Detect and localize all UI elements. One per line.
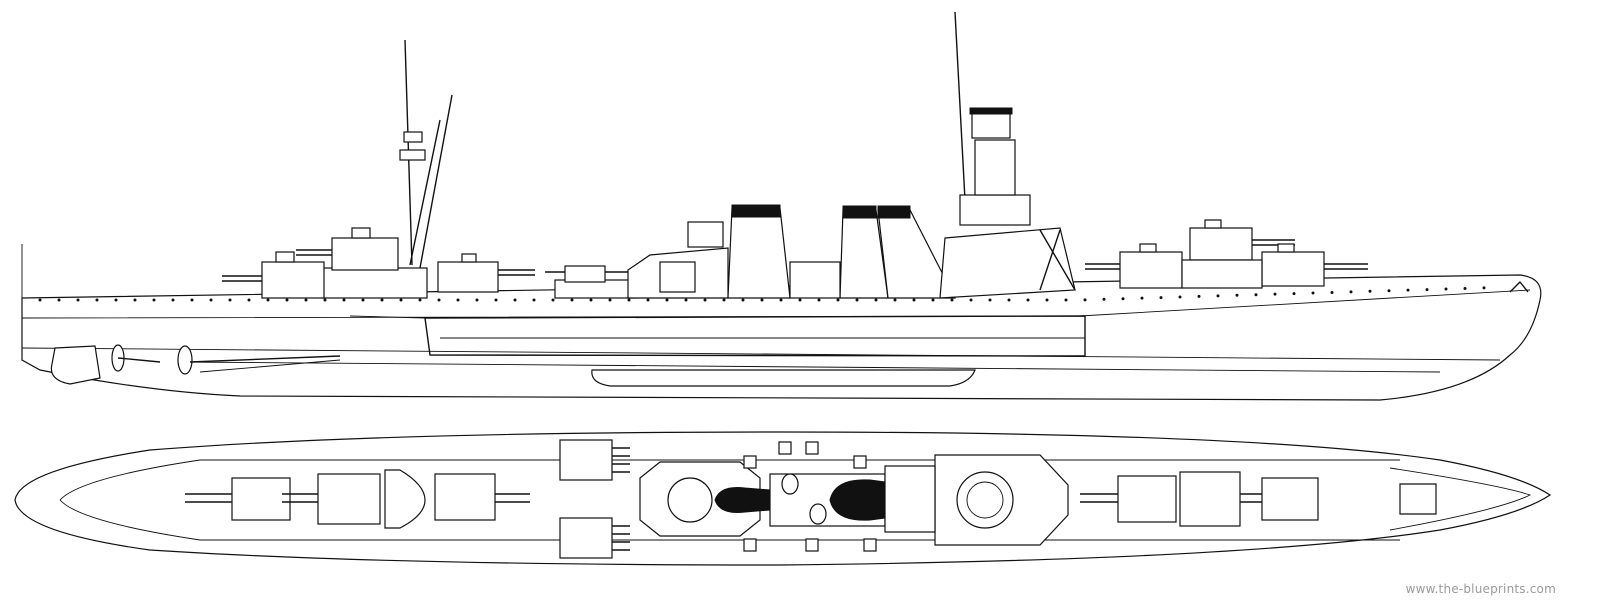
armor-belt (424, 315, 1086, 357)
funnel-aft (727, 207, 791, 299)
aa-mounts (743, 441, 877, 552)
portholes (38, 286, 1486, 302)
foremast (954, 11, 966, 201)
side-elevation-view (21, 11, 1542, 401)
plan-view (14, 431, 1552, 566)
side-turret-y (222, 251, 325, 299)
torpedo-mount-port (559, 439, 630, 481)
plan-turret-a (1080, 475, 1177, 523)
watermark-text: www.the-blueprints.com (1405, 582, 1556, 596)
plan-turret-q (1240, 477, 1319, 521)
bridge-structure (939, 107, 1076, 299)
torpedo-mount-starboard (559, 517, 630, 559)
side-turret-aa-aft (437, 253, 535, 293)
plan-turret-x (282, 473, 381, 525)
plan-funnel-aft (714, 487, 771, 513)
side-turret-b (1189, 219, 1295, 261)
side-turret-small (545, 265, 630, 283)
plan-bow-fitting (1399, 483, 1437, 515)
plan-aft-deckhouse (384, 469, 426, 529)
side-hull-outline (21, 274, 1542, 401)
bilge-keel (591, 369, 976, 387)
side-turret-q (1261, 243, 1368, 287)
propeller-fwd (177, 345, 341, 375)
rudder (50, 345, 101, 385)
plan-turret-b (1179, 471, 1241, 527)
plan-turret-y (185, 477, 291, 521)
propeller-aft (111, 344, 161, 372)
plan-turret-aa (434, 473, 530, 521)
side-turret-x (296, 227, 399, 271)
